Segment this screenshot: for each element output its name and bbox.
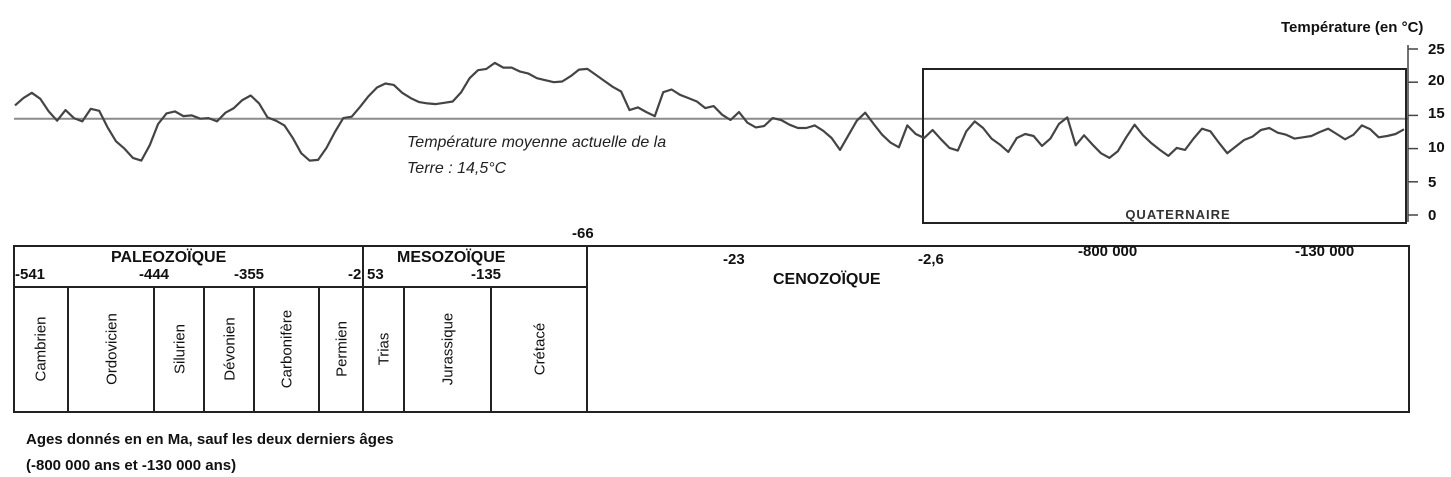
y-tick-label: 20 bbox=[1428, 72, 1445, 89]
era-label-mesozoic: MESOZOÏQUE bbox=[397, 249, 506, 266]
period-cell-cretace: Crétacé bbox=[490, 286, 588, 412]
footnote-line2: (-800 000 ans et -130 000 ans) bbox=[26, 457, 237, 474]
temperature-line bbox=[14, 61, 1405, 162]
age-label: -23 bbox=[723, 251, 745, 268]
age-label: -800 000 bbox=[1078, 243, 1138, 260]
age-label: -355 bbox=[234, 266, 265, 283]
period-label: Trias bbox=[375, 332, 393, 366]
age-label: 53 bbox=[367, 266, 384, 283]
reference-label-line1: Température moyenne actuelle de la bbox=[407, 134, 667, 151]
period-label: Jurassique bbox=[439, 312, 457, 386]
y-axis-title: Température (en °C) bbox=[1281, 19, 1424, 36]
age-label: -541 bbox=[15, 266, 46, 283]
footnote-line1: Ages donnés en en Ma, sauf les deux dern… bbox=[26, 431, 394, 448]
period-label: Silurien bbox=[171, 323, 188, 375]
quaternary-label: QUATERNAIRE bbox=[1125, 207, 1230, 222]
y-tick-label: 5 bbox=[1428, 174, 1437, 191]
period-cell-trias: Trias bbox=[362, 286, 404, 412]
temperature-chart: QUATERNAIRE bbox=[14, 45, 1418, 224]
period-label: Permien bbox=[333, 321, 351, 377]
period-label: Carbonifère bbox=[278, 309, 296, 389]
cenozoic-box bbox=[586, 245, 1410, 413]
age-label: -135 bbox=[471, 266, 502, 283]
period-cell-permien: Permien bbox=[318, 286, 364, 412]
period-cell-cambrien: Cambrien bbox=[13, 286, 68, 412]
era-label-cenozoic: CENOZOÏQUE bbox=[773, 271, 881, 288]
reference-label-line2: Terre : 14,5°C bbox=[407, 160, 507, 177]
y-tick-label: 0 bbox=[1428, 207, 1437, 224]
age-label: -66 bbox=[572, 225, 594, 242]
period-cell-devonien: Dévonien bbox=[203, 286, 254, 412]
period-label: Dévonien bbox=[221, 317, 238, 381]
period-cell-jurassique: Jurassique bbox=[403, 286, 491, 412]
period-cell-ordovicien: Ordovicien bbox=[67, 286, 154, 412]
y-tick-label: 25 bbox=[1428, 41, 1445, 58]
period-cell-silurien: Silurien bbox=[153, 286, 204, 412]
y-tick-label: 10 bbox=[1428, 139, 1445, 156]
quaternary-box bbox=[922, 68, 1407, 224]
period-cell-carbonifere: Carbonifère bbox=[253, 286, 319, 412]
era-label-paleozoic: PALEOZOÏQUE bbox=[111, 249, 227, 266]
period-label: Ordovicien bbox=[103, 313, 120, 385]
age-label: -2,6 bbox=[918, 251, 944, 268]
age-label: -444 bbox=[139, 266, 170, 283]
age-label: -2 bbox=[348, 266, 362, 283]
period-label: Cambrien bbox=[32, 316, 49, 382]
y-tick-label: 15 bbox=[1428, 105, 1445, 122]
period-label: Crétacé bbox=[531, 322, 549, 376]
age-label: -130 000 bbox=[1295, 243, 1355, 260]
